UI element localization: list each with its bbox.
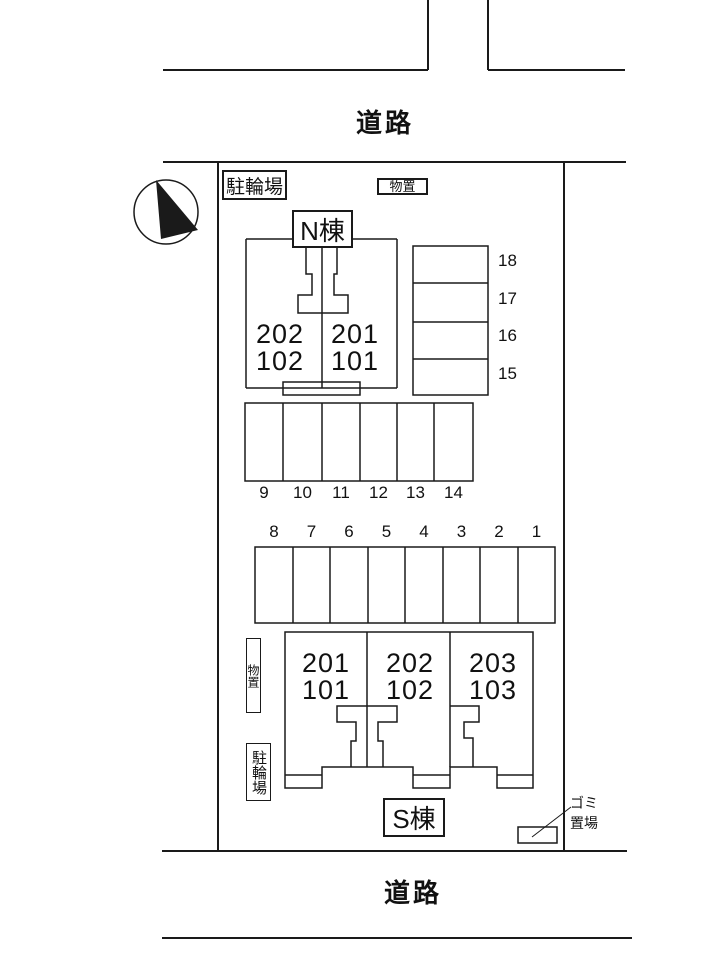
stall-number-14: 14	[444, 483, 463, 502]
unit-number: 202	[255, 319, 305, 349]
south-unit-3: 203 103	[448, 650, 538, 704]
stall-number-4: 4	[419, 522, 429, 541]
stall-number-2: 2	[494, 522, 504, 541]
stall-number-18: 18	[498, 251, 517, 270]
unit-number: 102	[255, 346, 305, 376]
bicycle-parking-north-label: 駐輪場	[222, 170, 287, 200]
parking-east-outline	[412, 245, 489, 396]
parking-center-dividers	[292, 547, 519, 623]
unit-number: 201	[301, 648, 351, 678]
parking-middle-dividers	[282, 403, 435, 481]
road-label-top: 道路	[355, 107, 414, 138]
unit-number: 202	[385, 648, 435, 678]
unit-number: 101	[301, 675, 351, 705]
stall-number-3: 3	[456, 522, 467, 541]
north-building-name: N棟	[292, 210, 353, 248]
north-unit-west: 202 102	[235, 321, 325, 375]
unit-number: 203	[468, 648, 518, 678]
stall-number-8: 8	[269, 522, 279, 541]
north-building-entrance	[297, 248, 349, 314]
stall-number-6: 6	[344, 522, 354, 541]
parking-east-column	[412, 245, 489, 396]
unit-number: 102	[385, 675, 435, 705]
garbage-label: ゴミ 置場	[570, 793, 614, 833]
south-building-entrance-west	[336, 705, 398, 767]
north-arrow-icon	[133, 179, 199, 245]
top-road-edge	[163, 0, 625, 71]
stall-number-10: 10	[293, 483, 312, 502]
compass-needle	[156, 180, 198, 239]
stall-number-5: 5	[381, 522, 392, 541]
stall-number-17: 17	[498, 289, 517, 308]
south-unit-2: 202 102	[365, 650, 455, 704]
stall-number-13: 13	[406, 483, 425, 502]
stall-number-7: 7	[306, 522, 317, 541]
north-unit-east: 201 101	[310, 321, 400, 375]
south-building-entrance-east	[450, 705, 480, 767]
parking-middle-outline	[244, 402, 474, 482]
stall-number-15: 15	[498, 364, 517, 383]
storage-north-label: 物置	[377, 178, 428, 195]
unit-number: 201	[330, 319, 380, 349]
storage-west-label: 物置	[246, 663, 260, 688]
parking-middle-row	[244, 402, 474, 482]
garbage-leader-line	[531, 806, 572, 838]
unit-number: 103	[468, 675, 518, 705]
south-building-name: S棟	[383, 798, 445, 837]
south-building-dividers	[366, 632, 451, 767]
garbage-label-line1: ゴミ	[570, 795, 598, 811]
stall-number-16: 16	[498, 326, 517, 345]
road-label-bottom: 道路	[383, 877, 442, 908]
south-unit-1: 201 101	[281, 650, 371, 704]
south-building	[284, 631, 534, 789]
stall-number-9: 9	[259, 483, 269, 502]
parking-center-row	[254, 546, 556, 624]
stall-number-1: 1	[531, 522, 542, 541]
parking-east-dividers	[413, 282, 488, 360]
stall-number-11: 11	[332, 483, 350, 502]
garbage-area	[517, 806, 572, 844]
stall-number-12: 12	[369, 483, 388, 502]
bicycle-parking-south-label: 駐輪場	[250, 749, 267, 795]
garbage-box	[517, 826, 558, 844]
garbage-label-line2: 置場	[570, 815, 598, 831]
south-building-outline	[284, 631, 534, 789]
road-and-boundary-lines	[162, 0, 632, 939]
north-building	[245, 238, 398, 396]
north-building-porch	[282, 381, 361, 396]
unit-number: 101	[330, 346, 380, 376]
